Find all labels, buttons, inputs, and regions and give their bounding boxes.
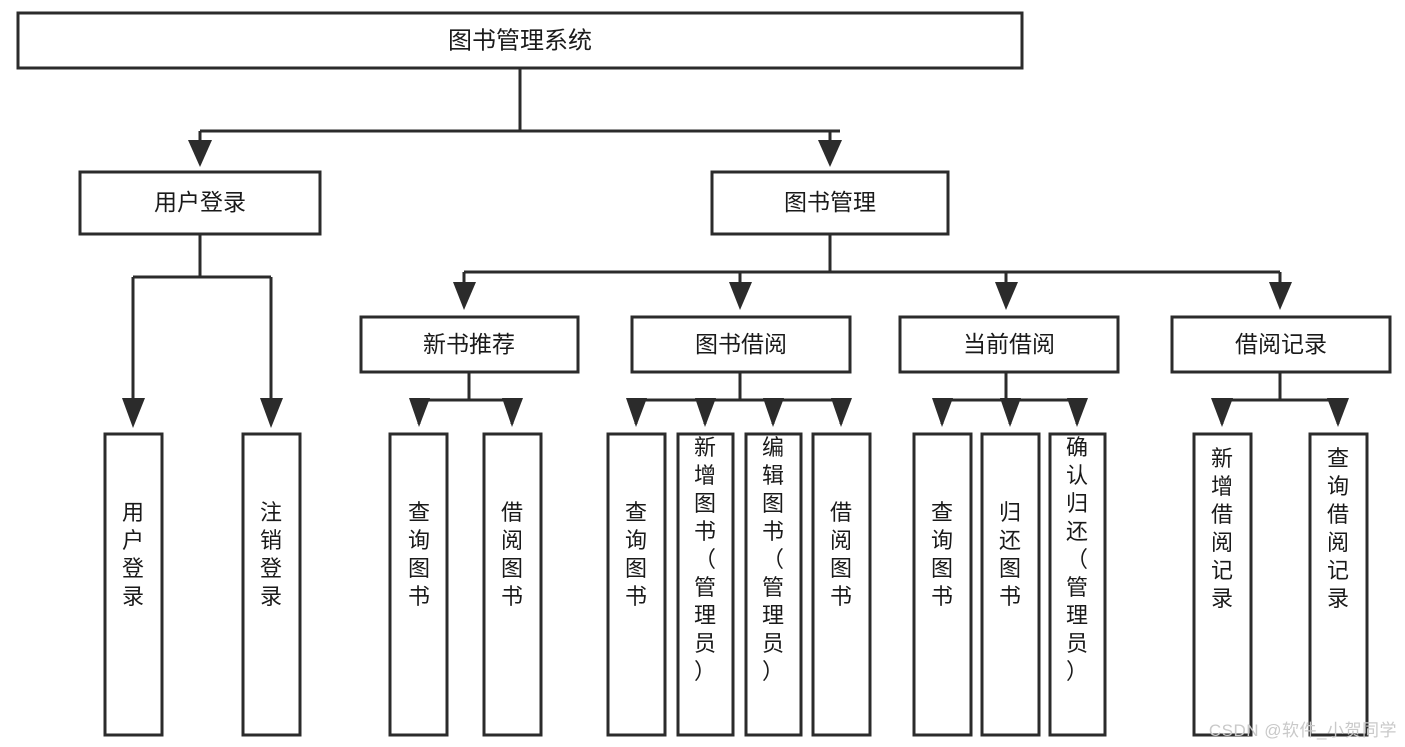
node-root-box[interactable]	[16, 11, 1024, 70]
node-leaf-add-record-box[interactable]	[1192, 432, 1253, 737]
arrowhead-leaf-query-book-current	[932, 398, 953, 427]
node-leaf-query-book-borrow[interactable]: 查询图书	[606, 432, 667, 737]
node-leaf-confirm-return-admin-label: 确认归还（管理员）	[1066, 435, 1088, 684]
arrowhead-leaf-edit-book-admin	[763, 398, 784, 427]
node-leaf-user-login[interactable]: 用户登录	[103, 432, 164, 737]
node-leaf-user-logout-label: 注销登录	[260, 500, 282, 609]
node-leaf-borrow-book-rec-label: 借阅图书	[501, 500, 523, 609]
arrowhead-leaf-confirm-return-admin	[1067, 398, 1088, 427]
leaf-layer: 用户登录 注销登录 查询图书 借阅图书 查询图书 新增图书（管理员）	[103, 432, 1369, 737]
node-leaf-borrow-book-label: 借阅图书	[830, 500, 852, 609]
node-root-label: 图书管理系统	[448, 27, 592, 54]
node-current-borrow[interactable]: 当前借阅	[898, 315, 1120, 374]
node-user-login-label: 用户登录	[154, 189, 246, 215]
node-leaf-query-record-box[interactable]	[1308, 432, 1369, 737]
node-new-book-recommend-label: 新书推荐	[423, 331, 515, 357]
node-leaf-user-login-label: 用户登录	[122, 500, 144, 609]
node-root[interactable]: 图书管理系统	[16, 11, 1024, 70]
node-leaf-add-book-admin-box[interactable]	[676, 432, 735, 737]
node-new-book-recommend-box[interactable]	[359, 315, 580, 374]
node-leaf-add-book-admin-label: 新增图书（管理员）	[694, 435, 716, 684]
node-leaf-add-record[interactable]: 新增借阅记录	[1192, 432, 1253, 737]
arrowhead-leaf-query-record	[1327, 398, 1349, 427]
arrowhead-book-manage	[818, 140, 842, 167]
node-book-borrow-box[interactable]	[630, 315, 852, 374]
node-leaf-confirm-return-admin[interactable]: 确认归还（管理员）	[1048, 432, 1107, 737]
node-leaf-confirm-return-admin-box[interactable]	[1048, 432, 1107, 737]
node-leaf-borrow-book[interactable]: 借阅图书	[811, 432, 872, 737]
arrowhead-leaf-add-book-admin	[695, 398, 716, 427]
node-leaf-add-book-admin[interactable]: 新增图书（管理员）	[676, 432, 735, 737]
node-leaf-user-logout[interactable]: 注销登录	[241, 432, 302, 737]
arrowhead-leaf-borrow-book	[831, 398, 852, 427]
arrowhead-new-book-recommend	[453, 282, 476, 310]
node-leaf-query-book-rec[interactable]: 查询图书	[388, 432, 449, 737]
node-leaf-query-book-current-label: 查询图书	[931, 500, 953, 609]
node-leaf-borrow-book-rec-box[interactable]	[482, 432, 543, 737]
arrowhead-leaf-query-book-borrow	[626, 398, 647, 427]
arrowhead-leaf-add-record	[1211, 398, 1233, 427]
arrowhead-leaf-user-login	[122, 398, 145, 428]
node-book-manage[interactable]: 图书管理	[710, 170, 950, 236]
node-current-borrow-box[interactable]	[898, 315, 1120, 374]
node-book-borrow-label: 图书借阅	[695, 331, 787, 357]
arrowhead-leaf-query-book-rec	[409, 398, 430, 427]
node-book-borrow[interactable]: 图书借阅	[630, 315, 852, 374]
node-leaf-add-record-label: 新增借阅记录	[1211, 446, 1233, 611]
node-leaf-edit-book-admin-label: 编辑图书（管理员）	[762, 435, 784, 684]
node-book-manage-label: 图书管理	[784, 189, 876, 215]
node-leaf-edit-book-admin-box[interactable]	[744, 432, 803, 737]
node-leaf-query-book-current-box[interactable]	[912, 432, 973, 737]
node-new-book-recommend[interactable]: 新书推荐	[359, 315, 580, 374]
node-leaf-query-book-borrow-box[interactable]	[606, 432, 667, 737]
csdn-watermark: CSDN @软件_小贺同学	[1208, 721, 1397, 740]
node-borrow-record-label: 借阅记录	[1235, 331, 1327, 357]
node-leaf-query-record[interactable]: 查询借阅记录	[1308, 432, 1369, 737]
node-borrow-record[interactable]: 借阅记录	[1170, 315, 1392, 374]
node-leaf-borrow-book-box[interactable]	[811, 432, 872, 737]
arrowhead-book-borrow	[729, 282, 752, 310]
node-book-manage-box[interactable]	[710, 170, 950, 236]
node-leaf-query-book-rec-box[interactable]	[388, 432, 449, 737]
node-leaf-edit-book-admin[interactable]: 编辑图书（管理员）	[744, 432, 803, 737]
node-user-login-box[interactable]	[78, 170, 322, 236]
node-borrow-record-box[interactable]	[1170, 315, 1392, 374]
node-leaf-user-logout-box[interactable]	[241, 432, 302, 737]
node-leaf-query-book-rec-label: 查询图书	[408, 500, 430, 609]
node-leaf-borrow-book-rec[interactable]: 借阅图书	[482, 432, 543, 737]
arrowhead-borrow-record	[1269, 282, 1292, 310]
node-leaf-query-book-current[interactable]: 查询图书	[912, 432, 973, 737]
arrowhead-current-borrow	[995, 282, 1018, 310]
arrowhead-leaf-user-logout	[260, 398, 283, 428]
node-leaf-return-book[interactable]: 归还图书	[980, 432, 1041, 737]
node-leaf-user-login-box[interactable]	[103, 432, 164, 737]
arrowhead-leaf-return-book	[1000, 398, 1021, 427]
node-user-login[interactable]: 用户登录	[78, 170, 322, 236]
arrowhead-layer	[122, 140, 1349, 428]
node-leaf-query-record-label: 查询借阅记录	[1327, 446, 1349, 611]
arrowhead-user-login	[188, 140, 212, 167]
arrowhead-leaf-borrow-book-rec	[502, 398, 523, 427]
node-leaf-return-book-box[interactable]	[980, 432, 1041, 737]
node-leaf-return-book-label: 归还图书	[999, 500, 1021, 609]
node-leaf-query-book-borrow-label: 查询图书	[625, 500, 647, 609]
node-current-borrow-label: 当前借阅	[963, 331, 1055, 357]
